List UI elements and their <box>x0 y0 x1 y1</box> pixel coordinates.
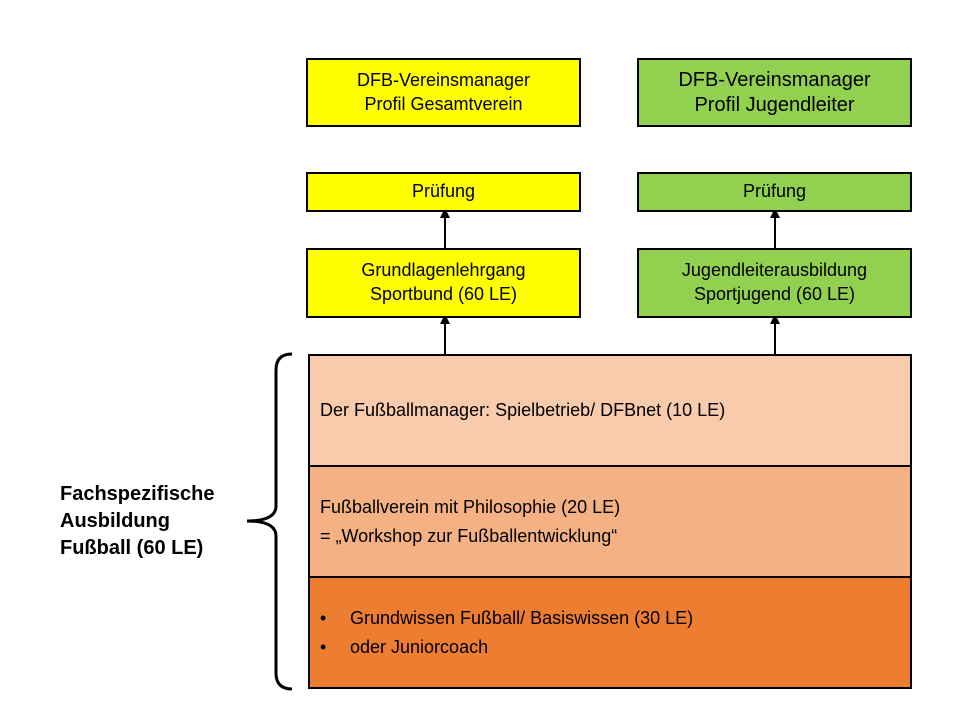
box-vereinsmanager-jugendleiter: DFB-Vereinsmanager Profil Jugendleiter <box>637 58 912 127</box>
box-line-1: DFB-Vereinsmanager <box>356 69 531 90</box>
box-label: Prüfung <box>411 181 476 202</box>
box-line-1: Jugendleiterausbildung <box>681 260 868 281</box>
box-line-2: Profil Gesamtverein <box>364 93 523 114</box>
box-pruefung-right: Prüfung <box>637 172 912 212</box>
box-line-1: DFB-Vereinsmanager <box>678 68 871 91</box>
box-line-2: Sportjugend (60 LE) <box>693 284 856 304</box>
bullet-icon: • <box>320 636 327 657</box>
box-jugendleiterausbildung: Jugendleiterausbildung Sportjugend (60 L… <box>637 248 912 318</box>
layer-grundwissen: • Grundwissen Fußball/ Basiswissen (30 L… <box>308 576 912 689</box>
box-label: Prüfung <box>742 181 807 202</box>
box-line-1: Grundlagenlehrgang <box>361 260 526 281</box>
box-pruefung-left: Prüfung <box>306 172 581 212</box>
side-label-line-3: Fußball (60 LE) <box>60 537 204 560</box>
layer-line-1: Fußballverein mit Philosophie (20 LE) <box>320 496 621 517</box>
curly-brace <box>246 352 293 691</box>
bullet-text: oder Juniorcoach <box>350 636 489 657</box>
box-line-2: Profil Jugendleiter <box>694 93 855 116</box>
bullet-icon: • <box>320 607 327 628</box>
box-line-2: Sportbund (60 LE) <box>369 284 518 304</box>
side-label-line-1: Fachspezifische <box>60 483 215 505</box>
side-label-fachspezifische-ausbildung: Fachspezifische Ausbildung Fußball (60 L… <box>60 481 215 563</box>
bullet-item: • oder Juniorcoach <box>320 633 910 662</box>
layer-line-2: = „Workshop zur Fußballentwicklung“ <box>320 525 618 546</box>
box-grundlagenlehrgang: Grundlagenlehrgang Sportbund (60 LE) <box>306 248 581 318</box>
box-vereinsmanager-gesamtverein: DFB-Vereinsmanager Profil Gesamtverein <box>306 58 581 127</box>
side-label-line-2: Ausbildung <box>60 510 170 533</box>
bullet-text: Grundwissen Fußball/ Basiswissen (30 LE) <box>350 607 694 628</box>
layer-fussballverein-philosophie: Fußballverein mit Philosophie (20 LE) = … <box>308 465 912 578</box>
layer-fussballmanager: Der Fußballmanager: Spielbetrieb/ DFBnet… <box>308 354 912 467</box>
layer-text: Der Fußballmanager: Spielbetrieb/ DFBnet… <box>320 400 726 421</box>
bullet-item: • Grundwissen Fußball/ Basiswissen (30 L… <box>320 604 910 633</box>
